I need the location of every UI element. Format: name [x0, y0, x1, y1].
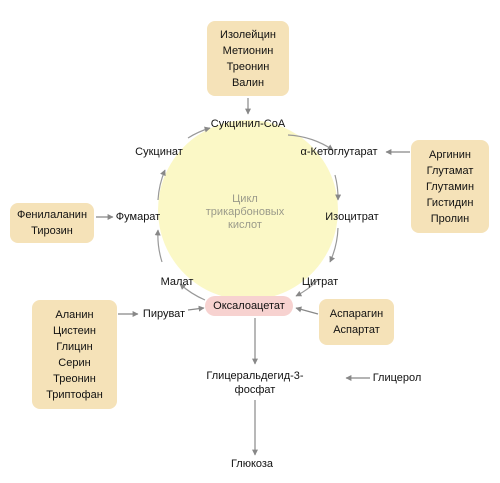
arrow-bottomright-group [295, 306, 319, 315]
label-oxaloacetate: Оксалоацетат [205, 296, 293, 316]
cycle-circle [158, 120, 338, 300]
arc-succinate-succinylcoa [187, 126, 211, 139]
amino-group-right: Аргинин Глутамат Глутамин Гистидин Проли… [411, 140, 489, 233]
arc-oxaloacetate-citrate [295, 279, 319, 297]
label-glucose: Глюкоза [230, 458, 274, 470]
arc-succinylcoa-akg [287, 134, 334, 151]
amino-group-bottom-left: Аланин Цистеин Глицин Серин Треонин Трип… [32, 300, 117, 409]
label-isocitrate: Изоцитрат [325, 211, 379, 223]
amino-group-top: Изолейцин Метионин Треонин Валин [207, 21, 289, 96]
label-glyceraldehyde-3-phosphate: Глицеральдегид-3- фосфат [195, 369, 315, 397]
amino-item: Треонин [53, 372, 96, 385]
amino-item: Глицин [56, 340, 93, 353]
amino-item: Аспарагин [329, 308, 384, 320]
center-line-1: Цикл [232, 193, 258, 205]
g3p-line-1: Глицеральдегид-3- [206, 370, 304, 382]
label-malate: Малат [160, 276, 194, 288]
amino-item: Пролин [430, 212, 470, 225]
amino-item: Изолейцин [220, 28, 276, 41]
amino-item: Треонин [226, 60, 270, 73]
center-line-2: трикарбоновых [205, 206, 285, 218]
amino-item: Гистидин [426, 196, 474, 209]
arc-fumarate-succinate [157, 169, 166, 201]
arc-malate-fumarate [154, 229, 163, 263]
amino-item: Метионин [222, 44, 274, 57]
amino-item: Аланин [55, 308, 94, 321]
amino-item: Серин [58, 356, 91, 369]
label-fumarate: Фумарат [115, 211, 161, 223]
amino-item: Глутамат [426, 164, 474, 177]
center-line-3: кислот [228, 219, 262, 231]
g3p-line-2: фосфат [234, 384, 276, 396]
arc-oxaloacetate-malate [179, 283, 206, 301]
label-pyruvate: Пируват [142, 308, 186, 320]
amino-item: Тирозин [31, 225, 73, 237]
amino-group-bottom-right: Аспарагин Аспартат [319, 299, 394, 345]
label-alpha-ketoglutarate: α-Кетоглутарат [300, 146, 378, 158]
amino-item: Аргинин [429, 148, 471, 161]
arrow-pyruvate-oxaloacetate [187, 305, 205, 312]
label-glycerol: Глицерол [372, 372, 422, 384]
label-succinyl-coa: Сукцинил-CoA [210, 118, 286, 130]
label-citrate: Цитрат [301, 276, 339, 288]
cycle-center-label: Цикл трикарбоновых кислот [200, 193, 290, 232]
amino-item: Триптофан [46, 388, 103, 401]
amino-item: Фенилаланин [16, 209, 88, 221]
label-succinate: Сукцинат [135, 146, 183, 158]
amino-item: Валин [231, 76, 265, 89]
amino-item: Цистеин [52, 324, 97, 337]
amino-item: Глутамин [425, 180, 475, 193]
arc-akg-isocitrate [334, 174, 342, 201]
amino-item: Аспартат [333, 324, 380, 336]
arc-citrate-isocitrate [329, 227, 339, 263]
amino-group-left: Фенилаланин Тирозин [10, 203, 94, 243]
